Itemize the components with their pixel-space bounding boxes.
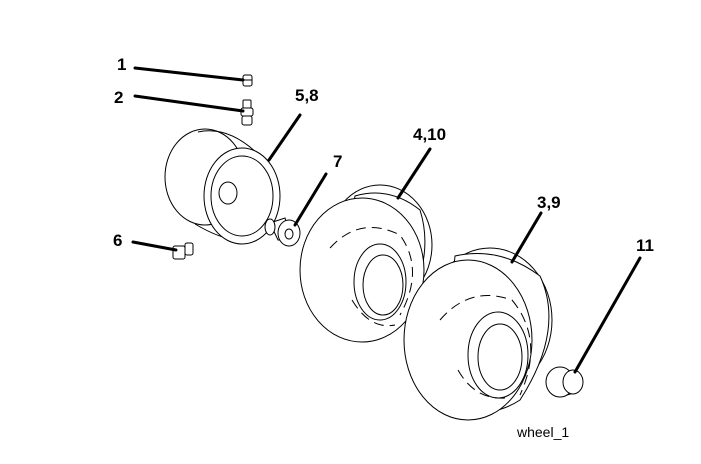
leader-line-7 bbox=[293, 172, 328, 227]
callout-2: 2 bbox=[114, 88, 123, 107]
callout-1: 1 bbox=[117, 55, 126, 74]
callout-4-10: 4,10 bbox=[413, 125, 446, 144]
part-front-tire bbox=[299, 184, 433, 343]
leader-line-11 bbox=[573, 256, 642, 374]
callout-5-8: 5,8 bbox=[295, 86, 319, 105]
leader-line-2 bbox=[133, 94, 245, 113]
part-valve-stem bbox=[240, 99, 254, 126]
leader-line-4-10 bbox=[396, 147, 432, 200]
callout-3-9: 3,9 bbox=[537, 193, 561, 212]
callout-7: 7 bbox=[333, 152, 342, 171]
part-spacer bbox=[264, 217, 301, 247]
leader-line-5-8 bbox=[267, 113, 302, 162]
part-rim bbox=[164, 128, 281, 245]
callout-11: 11 bbox=[636, 236, 654, 255]
leader-line-6 bbox=[131, 240, 178, 252]
part-hub-cap bbox=[545, 366, 584, 398]
leader-line-3-9 bbox=[510, 211, 543, 264]
part-rear-tire bbox=[403, 247, 553, 421]
figure-caption: wheel_1 bbox=[516, 424, 569, 440]
leader-line-1 bbox=[133, 66, 245, 82]
callout-6: 6 bbox=[113, 231, 122, 250]
